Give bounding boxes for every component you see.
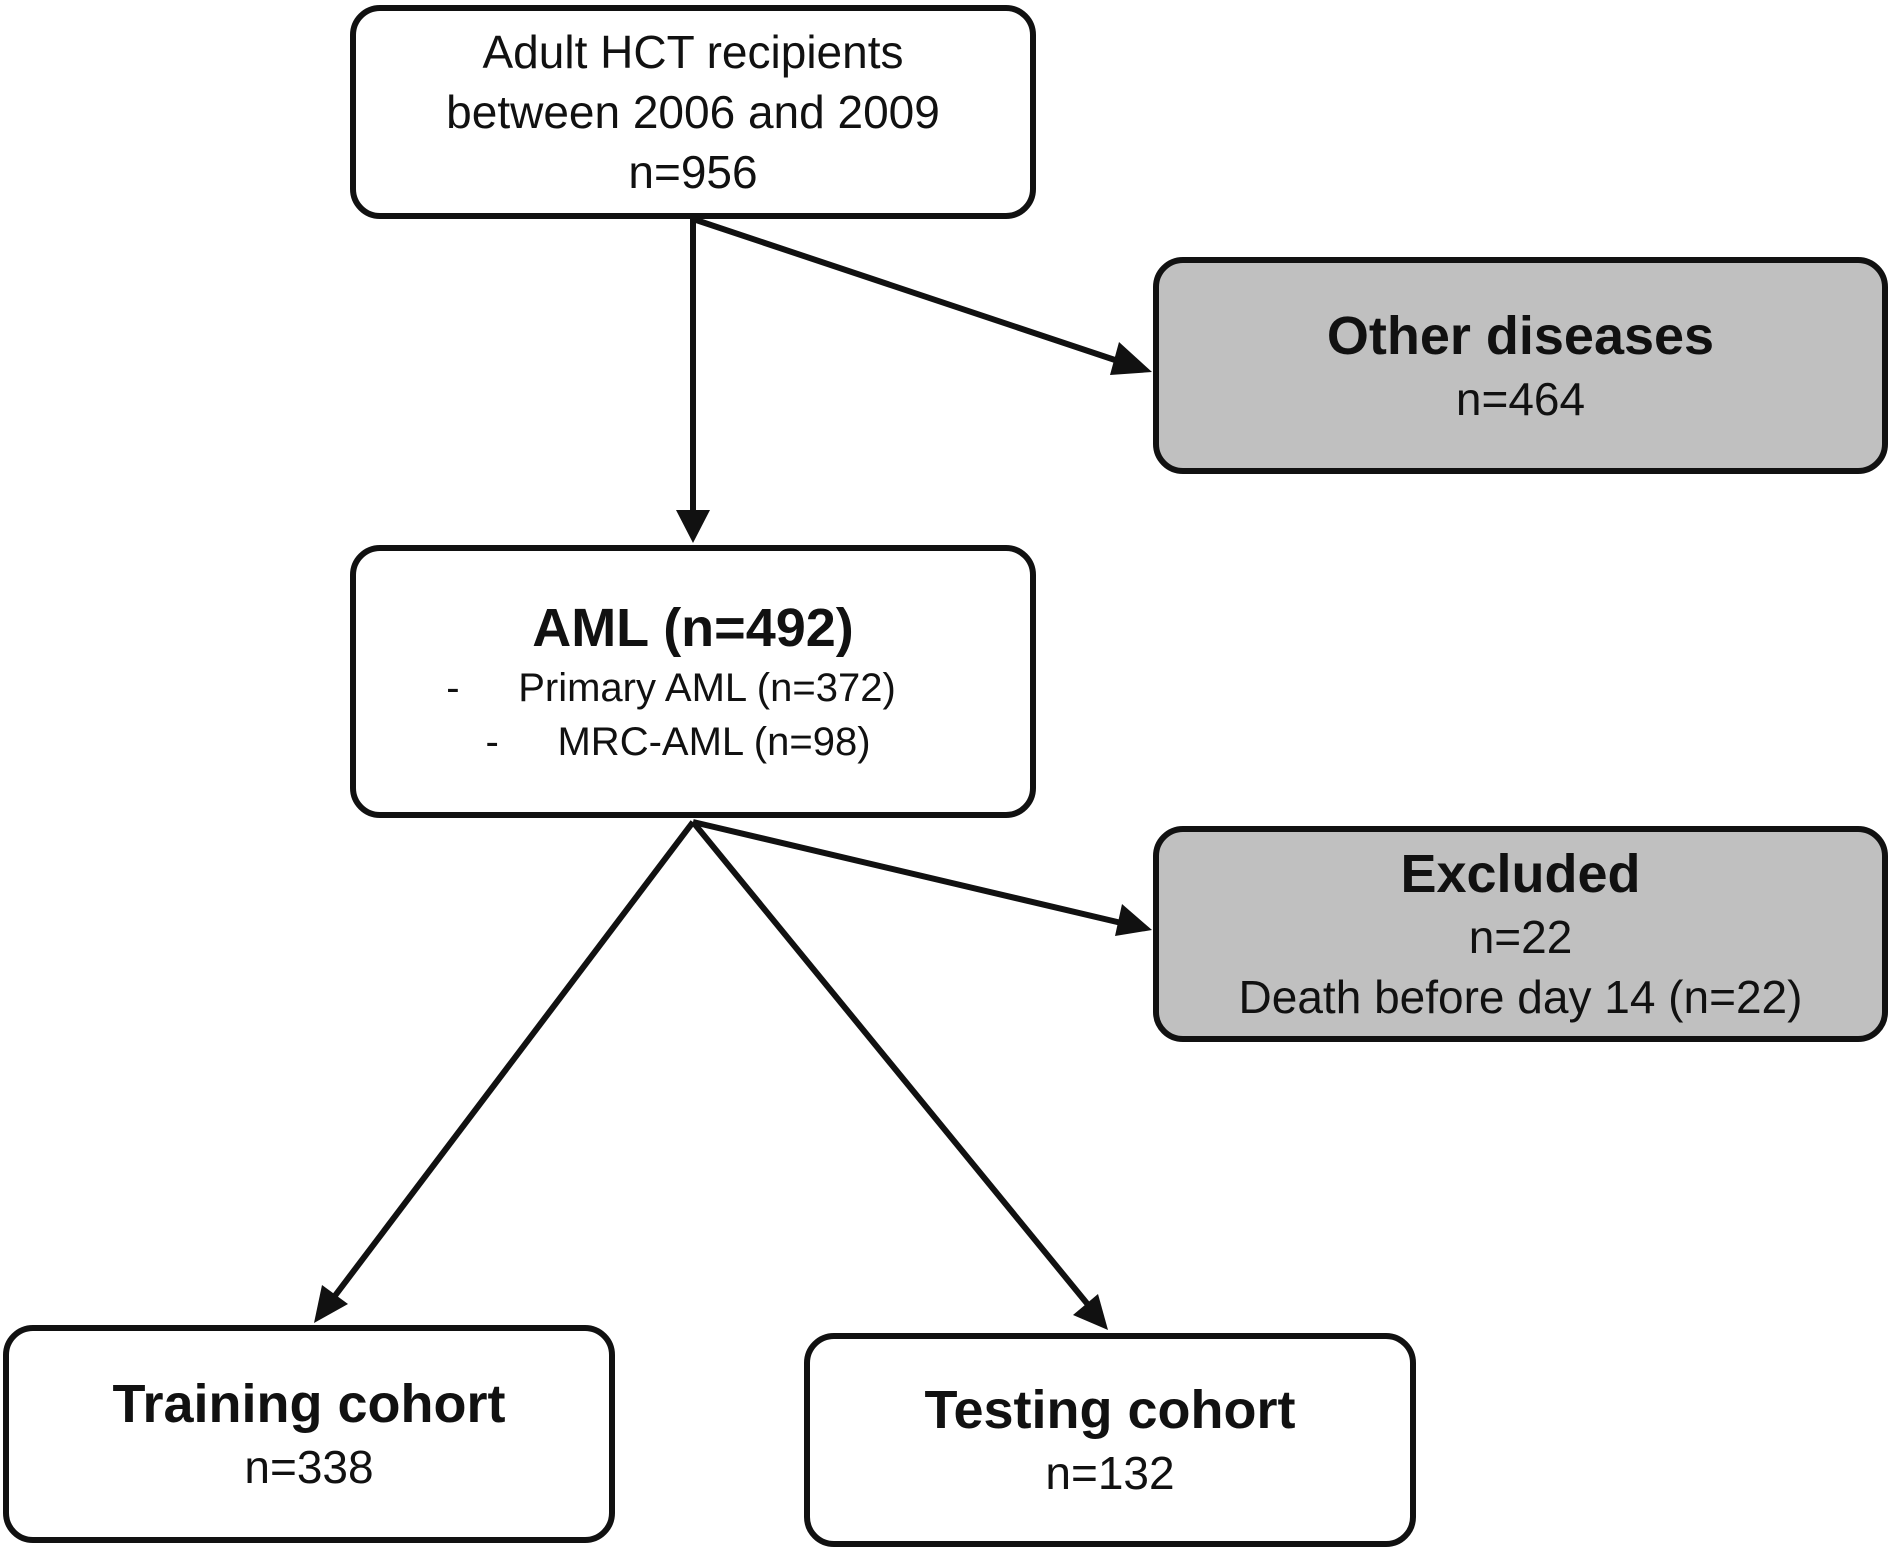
testing-cohort-box: Testing cohort n=132 (804, 1333, 1416, 1547)
arrow-aml-to-testing (690, 820, 1097, 1314)
aml-box: AML (n=492) - Primary AML (n=372) - MRC-… (350, 545, 1036, 818)
recipients-box: Adult HCT recipients between 2006 and 20… (350, 5, 1036, 219)
aml-item-label: Primary AML (n=372) (518, 665, 896, 710)
aml-item-label: MRC-AML (n=98) (557, 719, 871, 764)
arrowhead-excluded (1115, 904, 1152, 936)
aml-item-dash: - (485, 719, 499, 764)
recipients-line-2: between 2006 and 2009 (446, 86, 940, 138)
arrowhead-other-diseases (1110, 342, 1152, 375)
arrow-recipients-to-other-diseases (692, 216, 1131, 368)
testing-cohort-count: n=132 (1045, 1447, 1175, 1499)
aml-title: AML (n=492) (532, 597, 854, 658)
arrowhead-training (314, 1285, 348, 1323)
training-cohort-title: Training cohort (112, 1374, 506, 1434)
excluded-count: n=22 (1468, 911, 1573, 963)
training-cohort-count: n=338 (244, 1441, 374, 1493)
other-diseases-count: n=464 (1455, 372, 1586, 425)
excluded-title: Excluded (1400, 844, 1641, 904)
arrowhead-aml (676, 510, 710, 543)
recipients-count: n=956 (628, 146, 758, 198)
arrow-aml-to-excluded (692, 819, 1131, 928)
other-diseases-title: Other diseases (1326, 305, 1715, 366)
excluded-reason: Death before day 14 (n=22) (1238, 971, 1803, 1023)
recipients-line-1: Adult HCT recipients (482, 26, 904, 78)
arrow-aml-to-training (325, 820, 696, 1307)
aml-item-mrc: - MRC-AML (n=98) (485, 715, 870, 769)
other-diseases-box: Other diseases n=464 (1153, 257, 1888, 474)
arrowhead-testing (1073, 1294, 1108, 1330)
aml-item-primary: - Primary AML (n=372) (446, 661, 896, 715)
testing-cohort-title: Testing cohort (924, 1380, 1296, 1440)
training-cohort-box: Training cohort n=338 (3, 1325, 615, 1543)
aml-item-dash: - (446, 665, 460, 710)
excluded-box: Excluded n=22 Death before day 14 (n=22) (1153, 826, 1888, 1042)
